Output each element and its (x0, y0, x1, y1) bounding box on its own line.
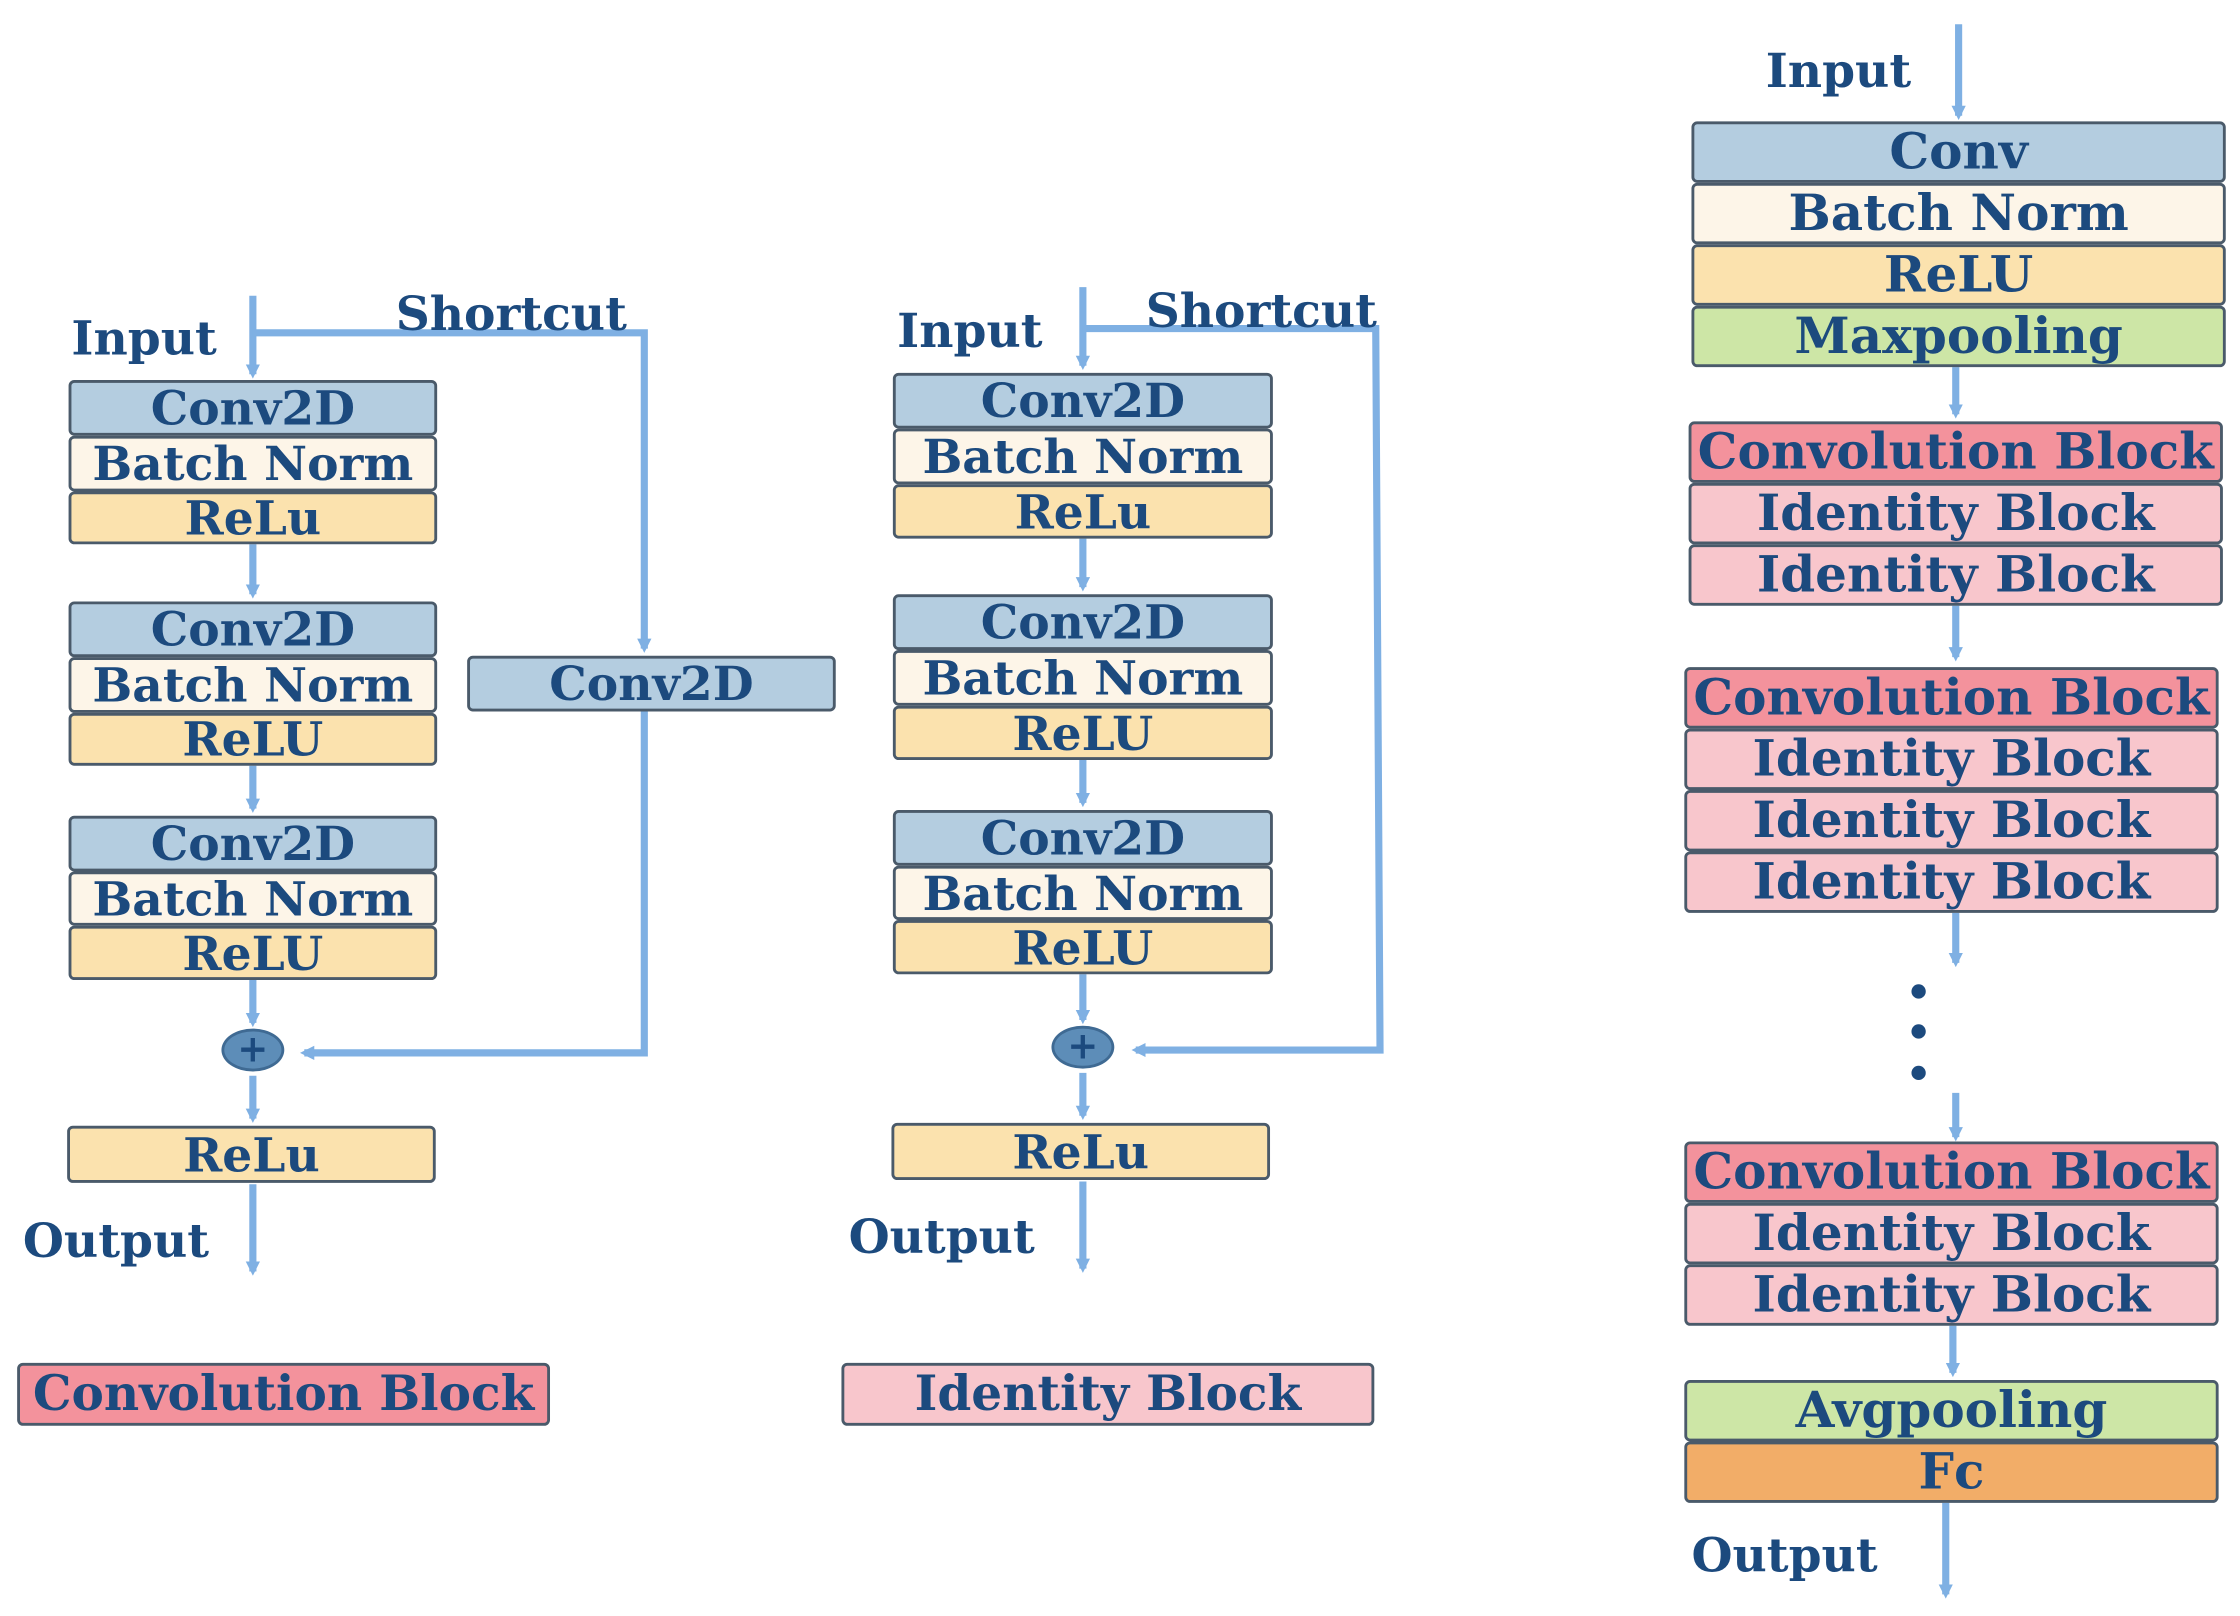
conv-input-label: Input (71, 310, 217, 366)
id-g1-relu: ReLu (892, 484, 1273, 539)
id-g2-batchnorm: Batch Norm (892, 650, 1273, 706)
conv-final-relu: ReLu (67, 1125, 436, 1183)
ellipsis-dots (1911, 984, 1926, 1081)
conv-g3-conv2d: Conv2D (68, 815, 438, 872)
net-s1-identity-block-1: Identity Block (1688, 482, 2223, 545)
id-output-label: Output (848, 1208, 1035, 1265)
identity-block-caption: Identity Block (841, 1362, 1375, 1426)
net-stem-conv: Conv (1691, 121, 2226, 183)
net-s2-identity-block-1: Identity Block (1684, 728, 2219, 791)
conv-output-label: Output (22, 1212, 209, 1269)
id-final-relu: ReLu (891, 1122, 1271, 1181)
id-shortcut-line (1082, 325, 1384, 1058)
conv-shortcut-label: Shortcut (395, 285, 627, 342)
id-g3-conv2d: Conv2D (892, 810, 1273, 866)
id-input-label: Input (897, 302, 1043, 359)
conv-g2-relu: ReLU (68, 711, 438, 767)
net-stem-relu: ReLU (1691, 244, 2226, 306)
net-fc: Fc (1684, 1441, 2219, 1503)
net-stem-maxpooling: Maxpooling (1691, 305, 2226, 368)
net-s1-identity-block-2: Identity Block (1688, 544, 2223, 606)
id-g1-conv2d: Conv2D (892, 372, 1273, 429)
conv-shortcut-conv2d: Conv2D (467, 655, 836, 712)
net-s2-identity-block-2: Identity Block (1684, 790, 2219, 852)
net-input-label: Input (1765, 42, 1912, 99)
net-output-label: Output (1691, 1527, 1878, 1583)
conv-block-caption: Convolution Block (17, 1362, 551, 1426)
conv-g3-relu: ReLU (68, 925, 438, 981)
id-g2-relu: ReLU (892, 705, 1273, 761)
id-add-node: + (1051, 1025, 1115, 1069)
net-sl-convolution-block: Convolution Block (1684, 1141, 2219, 1203)
conv-shortcut-line (252, 329, 652, 653)
conv-g3-batchnorm: Batch Norm (68, 871, 438, 926)
net-s2-identity-block-3: Identity Block (1684, 851, 2219, 913)
id-shortcut-label: Shortcut (1145, 282, 1377, 339)
net-s1-convolution-block: Convolution Block (1688, 421, 2223, 483)
id-g3-relu: ReLU (892, 919, 1273, 975)
id-g3-batchnorm: Batch Norm (892, 865, 1273, 921)
id-g2-conv2d: Conv2D (892, 594, 1273, 651)
id-g1-batchnorm: Batch Norm (892, 428, 1273, 485)
net-sl-identity-block-1: Identity Block (1684, 1202, 2219, 1265)
net-sl-identity-block-2: Identity Block (1684, 1264, 2219, 1326)
conv-g1-batchnorm: Batch Norm (68, 435, 438, 492)
conv-g1-conv2d: Conv2D (68, 380, 438, 436)
conv-add-node: + (221, 1028, 285, 1072)
conv-g2-conv2d: Conv2D (68, 601, 438, 658)
net-stem-batchnorm: Batch Norm (1691, 182, 2226, 245)
conv-shortcut-return (300, 711, 648, 1061)
net-avgpooling: Avgpooling (1684, 1380, 2219, 1442)
conv-g1-relu: ReLu (68, 490, 438, 546)
net-s2-convolution-block: Convolution Block (1684, 667, 2219, 729)
conv-g2-batchnorm: Batch Norm (68, 657, 438, 713)
